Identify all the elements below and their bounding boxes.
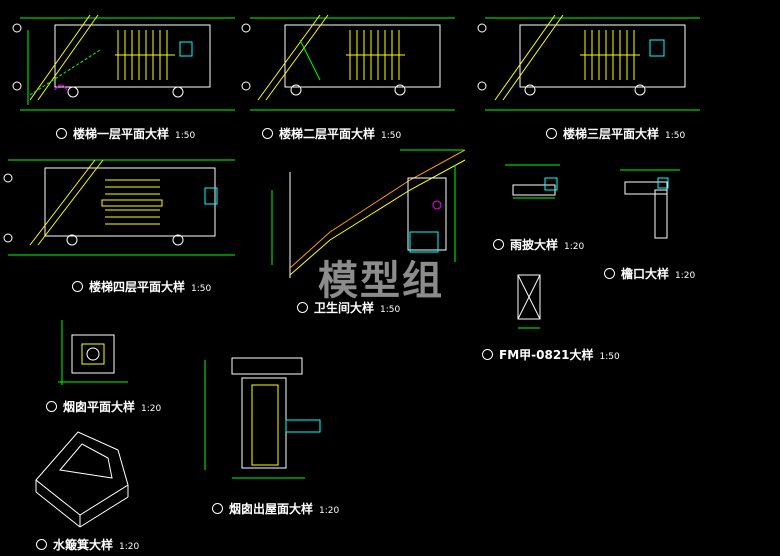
chimney-roof-detail	[204, 357, 321, 479]
bathroom-section	[271, 149, 466, 278]
stair-plan-floor2	[241, 14, 455, 111]
stair-plan-floor3	[477, 14, 700, 111]
circle-marker-icon	[72, 281, 83, 292]
window-fm-detail	[517, 274, 541, 329]
circle-marker-icon	[212, 503, 223, 514]
circle-marker-icon	[46, 401, 57, 412]
circle-marker-icon	[56, 128, 67, 139]
circle-marker-icon	[36, 539, 47, 550]
stair-plan-floor1	[12, 14, 235, 111]
circle-marker-icon	[297, 302, 308, 313]
water-basin-detail	[35, 431, 129, 528]
eave-detail	[620, 169, 680, 239]
circle-marker-icon	[493, 239, 504, 250]
watermark: 模型组	[318, 257, 444, 304]
stair-plan-floor4	[3, 159, 235, 256]
circle-marker-icon	[604, 268, 615, 279]
chimney-plan-detail	[58, 320, 128, 385]
circle-marker-icon	[482, 349, 493, 360]
circle-marker-icon	[546, 128, 557, 139]
canopy-detail	[505, 164, 560, 199]
circle-marker-icon	[262, 128, 273, 139]
